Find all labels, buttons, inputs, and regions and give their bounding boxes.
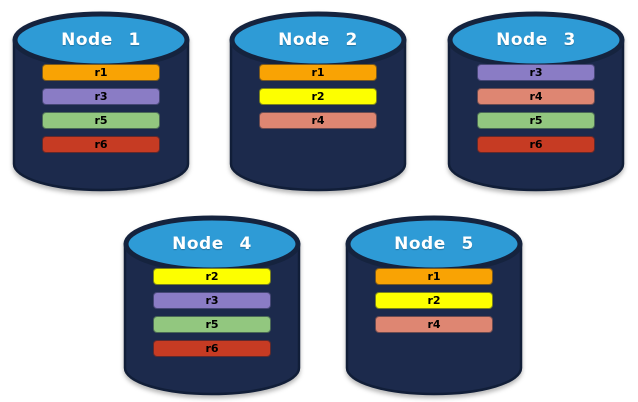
- replica-bar-r6: r6: [477, 136, 595, 153]
- replica-list: r3 r4 r5 r6: [443, 6, 629, 198]
- replica-bar-r6: r6: [42, 136, 160, 153]
- replica-bar-r4: r4: [477, 88, 595, 105]
- replica-label: r2: [311, 90, 325, 103]
- database-node-2: Node 2 r1 r2 r4: [225, 6, 411, 198]
- node-label: Node 2: [278, 30, 358, 50]
- replica-bar-r6: r6: [153, 340, 271, 357]
- node-label: Node 3: [496, 30, 576, 50]
- replica-list: r1 r3 r5 r6: [8, 6, 194, 198]
- replica-label: r3: [529, 66, 543, 79]
- replica-list: r1 r2 r4: [225, 6, 411, 198]
- replica-bar-r2: r2: [153, 268, 271, 285]
- node-label: Node 5: [394, 234, 474, 254]
- replica-label: r2: [427, 294, 441, 307]
- replica-label: r2: [205, 270, 219, 283]
- replica-bar-r1: r1: [375, 268, 493, 285]
- replica-bar-r3: r3: [477, 64, 595, 81]
- replica-label: r6: [94, 138, 108, 151]
- replica-label: r3: [205, 294, 219, 307]
- replica-label: r1: [311, 66, 325, 79]
- replica-bar-r3: r3: [42, 88, 160, 105]
- database-node-5: Node 5 r1 r2 r4: [341, 210, 527, 402]
- replica-bar-r3: r3: [153, 292, 271, 309]
- replica-bar-r2: r2: [259, 88, 377, 105]
- replica-list: r2 r3 r5 r6: [119, 210, 305, 402]
- replica-label: r1: [94, 66, 108, 79]
- replica-bar-r5: r5: [42, 112, 160, 129]
- replica-bar-r1: r1: [42, 64, 160, 81]
- replica-label: r5: [529, 114, 543, 127]
- replica-label: r4: [427, 318, 441, 331]
- replica-label: r4: [311, 114, 325, 127]
- database-node-4: Node 4 r2 r3 r5 r6: [119, 210, 305, 402]
- replica-label: r6: [205, 342, 219, 355]
- replica-bar-r4: r4: [259, 112, 377, 129]
- database-node-1: Node 1 r1 r3 r5 r6: [8, 6, 194, 198]
- replica-bar-r5: r5: [153, 316, 271, 333]
- replica-label: r5: [94, 114, 108, 127]
- node-label: Node 4: [172, 234, 252, 254]
- node-label: Node 1: [61, 30, 141, 50]
- replica-label: r1: [427, 270, 441, 283]
- replica-label: r4: [529, 90, 543, 103]
- replica-bar-r2: r2: [375, 292, 493, 309]
- replica-bar-r5: r5: [477, 112, 595, 129]
- replica-bar-r4: r4: [375, 316, 493, 333]
- replica-label: r3: [94, 90, 108, 103]
- database-node-3: Node 3 r3 r4 r5 r6: [443, 6, 629, 198]
- replica-label: r6: [529, 138, 543, 151]
- replica-bar-r1: r1: [259, 64, 377, 81]
- replica-list: r1 r2 r4: [341, 210, 527, 402]
- replica-label: r5: [205, 318, 219, 331]
